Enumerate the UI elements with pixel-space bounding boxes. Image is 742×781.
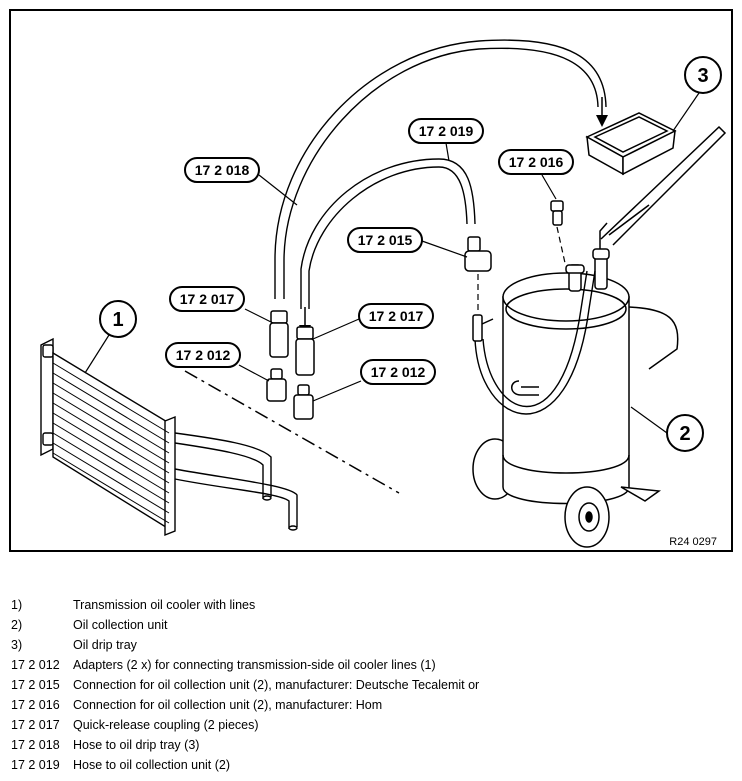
legend-key: 17 2 017 <box>11 718 60 732</box>
leader-172017b <box>312 318 360 340</box>
callout-172018: 17 2 018 <box>184 157 260 183</box>
callout-172012b: 17 2 012 <box>360 359 436 385</box>
leader-172015 <box>421 240 468 258</box>
legend-text: Quick-release coupling (2 pieces) <box>73 718 259 732</box>
legend-key: 17 2 019 <box>11 758 60 772</box>
legend-text: Adapters (2 x) for connecting transmissi… <box>73 658 436 672</box>
item-number-1: 1 <box>99 300 137 338</box>
callout-172017b: 17 2 017 <box>358 303 434 329</box>
legend-row: 3) Oil drip tray <box>11 635 731 655</box>
legend-text: Oil collection unit <box>73 618 168 632</box>
legend-row: 17 2 012 Adapters (2 x) for connecting tr… <box>11 655 731 675</box>
callout-172017a-label: 17 2 017 <box>180 291 235 307</box>
legend-row: 17 2 015 Connection for oil collection un… <box>11 675 731 695</box>
legend-key: 17 2 012 <box>11 658 60 672</box>
legend-row: 17 2 018 Hose to oil drip tray (3) <box>11 735 731 755</box>
callout-172016-label: 17 2 016 <box>509 154 564 170</box>
leader-172012b <box>312 380 362 402</box>
oil-drip-tray <box>585 112 677 176</box>
callout-172012b-label: 17 2 012 <box>371 364 426 380</box>
legend-text: Oil drip tray <box>73 638 137 652</box>
leader-1 <box>84 334 110 374</box>
legend-row: 1) Transmission oil cooler with lines <box>11 595 731 615</box>
quick-release-couplings <box>269 310 315 376</box>
reference-code: R24 0297 <box>669 536 717 548</box>
callout-172019-label: 17 2 019 <box>419 123 474 139</box>
legend-row: 2) Oil collection unit <box>11 615 731 635</box>
item-number-2-label: 2 <box>679 423 690 445</box>
legend-row: 17 2 017 Quick-release coupling (2 pieces… <box>11 715 731 735</box>
leader-2 <box>630 406 668 434</box>
legend-key: 1) <box>11 598 23 612</box>
legend-text: Connection for oil collection unit (2), … <box>73 678 480 692</box>
hose-to-collection-unit <box>300 158 476 309</box>
diagram-figure: 17 2 018 17 2 019 17 2 016 17 2 015 17 2… <box>9 9 733 552</box>
adapters <box>266 368 314 420</box>
callout-172015-label: 17 2 015 <box>358 232 413 248</box>
legend-key: 2) <box>11 618 23 632</box>
legend-text: Transmission oil cooler with lines <box>73 598 256 612</box>
callout-172012a: 17 2 012 <box>165 342 241 368</box>
connection-172015 <box>464 236 494 342</box>
callout-172017b-label: 17 2 017 <box>369 308 424 324</box>
item-number-3-label: 3 <box>697 65 708 87</box>
legend-key: 17 2 016 <box>11 698 60 712</box>
oil-collection-unit <box>472 125 727 548</box>
legend-key: 17 2 018 <box>11 738 60 752</box>
legend-text: Hose to oil drip tray (3) <box>73 738 200 752</box>
legend: 1) Transmission oil cooler with lines 2) Oi… <box>11 595 731 775</box>
callout-172016: 17 2 016 <box>498 149 574 175</box>
leader-172012a <box>238 364 270 382</box>
item-number-1-label: 1 <box>112 309 123 331</box>
legend-row: 17 2 019 Hose to oil collection unit (2) <box>11 755 731 775</box>
legend-key: 3) <box>11 638 23 652</box>
connection-172016 <box>550 200 564 226</box>
collection-hose <box>474 270 596 415</box>
leader-172016 <box>541 174 557 200</box>
callout-172019: 17 2 019 <box>408 118 484 144</box>
leader-172017a <box>244 308 274 324</box>
leader-3 <box>672 92 700 132</box>
legend-text: Hose to oil collection unit (2) <box>73 758 231 772</box>
item-number-3: 3 <box>684 56 722 94</box>
item-number-2: 2 <box>666 414 704 452</box>
legend-text: Connection for oil collection unit (2), … <box>73 698 383 712</box>
centerline-016 <box>556 226 566 264</box>
callout-172018-label: 17 2 018 <box>195 162 250 178</box>
callout-172017a: 17 2 017 <box>169 286 245 312</box>
leader-172018 <box>258 174 298 206</box>
leader-172019 <box>445 142 450 162</box>
hose-to-drip-tray <box>274 39 607 299</box>
callout-172015: 17 2 015 <box>347 227 423 253</box>
legend-key: 17 2 015 <box>11 678 60 692</box>
cooler-fins <box>52 362 170 524</box>
callout-172012a-label: 17 2 012 <box>176 347 231 363</box>
legend-row: 17 2 016 Connection for oil collection un… <box>11 695 731 715</box>
